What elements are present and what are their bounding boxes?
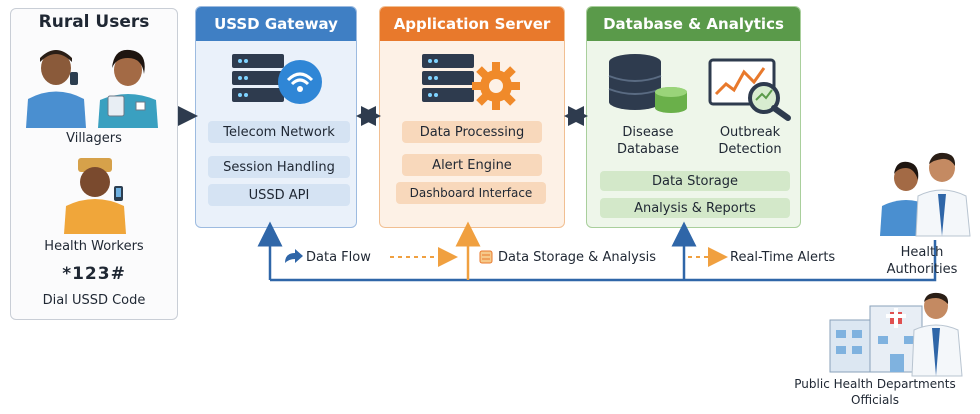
public-health-icon bbox=[829, 292, 963, 377]
ussd-code: *123# bbox=[62, 264, 126, 284]
outbreak-detection-label: Outbreak Detection bbox=[718, 125, 782, 157]
gateway-item-api: USSD API bbox=[208, 184, 350, 206]
rural-users-title: Rural Users bbox=[38, 12, 150, 32]
health-workers-label: Health Workers bbox=[44, 239, 144, 254]
public-health-label: Public Health Departments Officials bbox=[794, 377, 956, 407]
data-flow-icon bbox=[285, 249, 303, 263]
outbreak-chart-icon bbox=[708, 58, 791, 121]
ussd-gateway-title: USSD Gateway bbox=[196, 7, 356, 41]
legend-real-time-alerts: Real-Time Alerts bbox=[730, 250, 836, 265]
health-authorities-icon bbox=[880, 152, 971, 237]
database-panel: Database & Analytics bbox=[586, 6, 801, 228]
disease-database-label: Disease Database bbox=[616, 125, 680, 157]
app-server-title: Application Server bbox=[380, 7, 564, 41]
legend-data-flow: Data Flow bbox=[306, 250, 371, 265]
app-item-dashboard: Dashboard Interface bbox=[396, 182, 546, 204]
app-item-alert-engine: Alert Engine bbox=[402, 154, 542, 176]
app-item-processing: Data Processing bbox=[402, 121, 542, 143]
database-title: Database & Analytics bbox=[587, 7, 800, 41]
gateway-item-session: Session Handling bbox=[208, 156, 350, 178]
server-gear-icon bbox=[422, 54, 520, 110]
health-worker-icon bbox=[64, 158, 126, 234]
db-item-analysis: Analysis & Reports bbox=[600, 198, 790, 218]
legend-storage-analysis: Data Storage & Analysis bbox=[498, 250, 656, 265]
database-icon bbox=[608, 54, 687, 113]
db-item-storage: Data Storage bbox=[600, 171, 790, 191]
gateway-item-telecom: Telecom Network bbox=[208, 121, 350, 143]
villagers-label: Villagers bbox=[66, 131, 122, 146]
health-authorities-label: Health Authorities bbox=[886, 245, 958, 277]
villagers-icon bbox=[26, 49, 158, 128]
server-wifi-icon bbox=[232, 54, 322, 104]
storage-icon bbox=[479, 250, 493, 264]
dial-ussd-label: Dial USSD Code bbox=[42, 293, 146, 308]
